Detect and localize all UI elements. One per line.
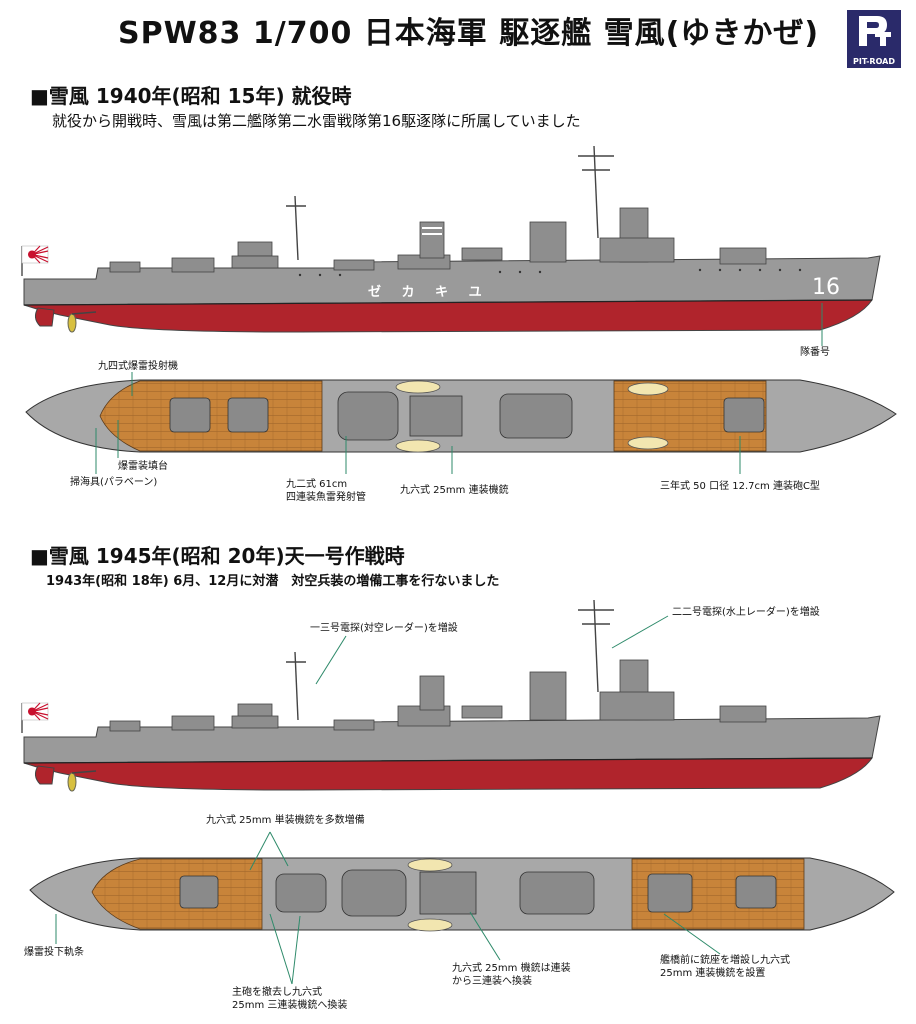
naval-ensign-icon (21, 245, 49, 276)
plan-1940-leaders (95, 372, 741, 474)
label-bridge-mg: 艦橋前に銃座を増設し九六式 25mm 連装機銃を設置 (660, 955, 790, 979)
label-radar-22: 二二号電探(水上レーダー)を増設 (672, 607, 820, 618)
pit-road-logo: PIT-ROAD (847, 10, 901, 68)
section1-subtitle: 就役から開戦時、雪風は第二艦隊第二水雷戦隊第16駆逐隊に所属していました (52, 112, 581, 130)
logo-text: PIT-ROAD (852, 57, 896, 66)
hull-number-text: 16 (812, 275, 840, 300)
profile-1940: ゼ カ キ ユ 16 (21, 145, 881, 346)
label-paravane: 掃海具(パラベーン) (70, 477, 158, 488)
naval-ensign-icon-2 (21, 702, 49, 733)
section1-heading: ■雪風 1940年(昭和 15年) 就役時 (30, 84, 352, 108)
label-depth-charge-launcher: 九四式爆雷投射機 (98, 361, 178, 372)
label-single-mg: 九六式 25mm 単装機銃を多数増備 (206, 815, 365, 826)
label-mg-triple: 九六式 25mm 機銃は連装 から三連装へ換装 (452, 963, 571, 987)
label-dc-rail: 爆雷投下軌条 (24, 947, 84, 958)
section2-heading: ■雪風 1945年(昭和 20年)天一号作戦時 (30, 544, 405, 568)
section2-subtitle: 1943年(昭和 18年) 6月、12月に対潜 対空兵装の増備工事を行ないました (46, 574, 500, 589)
label-gun-removed: 主砲を撤去し九六式 25mm 三連装機銃へ換装 (232, 987, 348, 1011)
pit-road-logo-icon (859, 16, 891, 46)
plan-1945 (29, 831, 895, 985)
label-depth-charge-rack: 爆雷装填台 (118, 461, 168, 472)
page-title: SPW83 1/700 日本海軍 駆逐艦 雪風(ゆきかぜ) (118, 16, 820, 51)
profile-1945 (21, 599, 881, 792)
label-unit-number: 隊番号 (800, 347, 830, 358)
hull-name-text: ゼ カ キ ユ (368, 284, 490, 300)
label-aa-gun: 九六式 25mm 連装機銃 (400, 485, 509, 496)
plan-1940 (25, 379, 897, 453)
label-torpedo-tubes: 九二式 61cm 四連装魚雷発射管 (286, 479, 366, 503)
label-radar-13: 一三号電探(対空レーダー)を増設 (310, 623, 458, 634)
label-main-gun: 三年式 50 口径 12.7cm 連装砲C型 (660, 481, 820, 492)
